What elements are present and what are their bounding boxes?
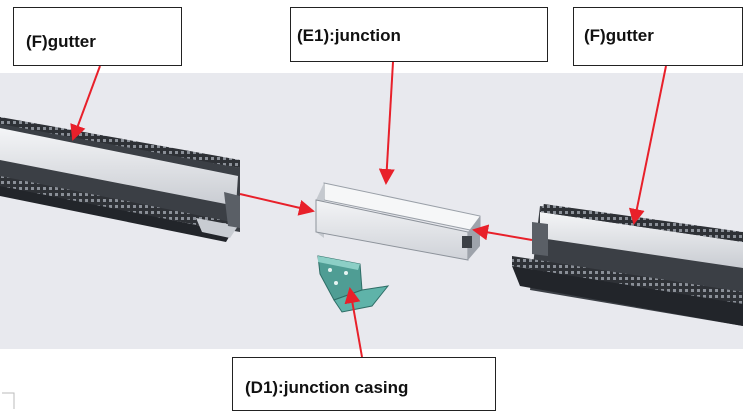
label-gutter-left: (F)gutter [26,32,96,51]
arrow-gutter-right [628,65,667,225]
label-box-junction-casing: (D1):junction casing [232,357,496,411]
label-box-gutter-left: (F)gutter [13,7,182,66]
label-box-junction: (E1):junction [290,7,548,62]
left-gutter [0,117,240,242]
arrow-casing [344,287,363,358]
callout-arrows [70,61,667,358]
label-gutter-right: (F)gutter [584,26,654,45]
arrow-junction-label [378,61,395,185]
label-junction: (E1):junction [297,26,401,45]
corner-mark [2,392,15,409]
arrow-left-to-junction [239,193,315,216]
label-junction-casing: (D1):junction casing [245,378,409,397]
label-box-gutter-right: (F)gutter [573,7,743,66]
junction-part [315,182,481,261]
arrow-gutter-left [70,65,101,141]
arrow-right-to-junction [472,224,533,241]
